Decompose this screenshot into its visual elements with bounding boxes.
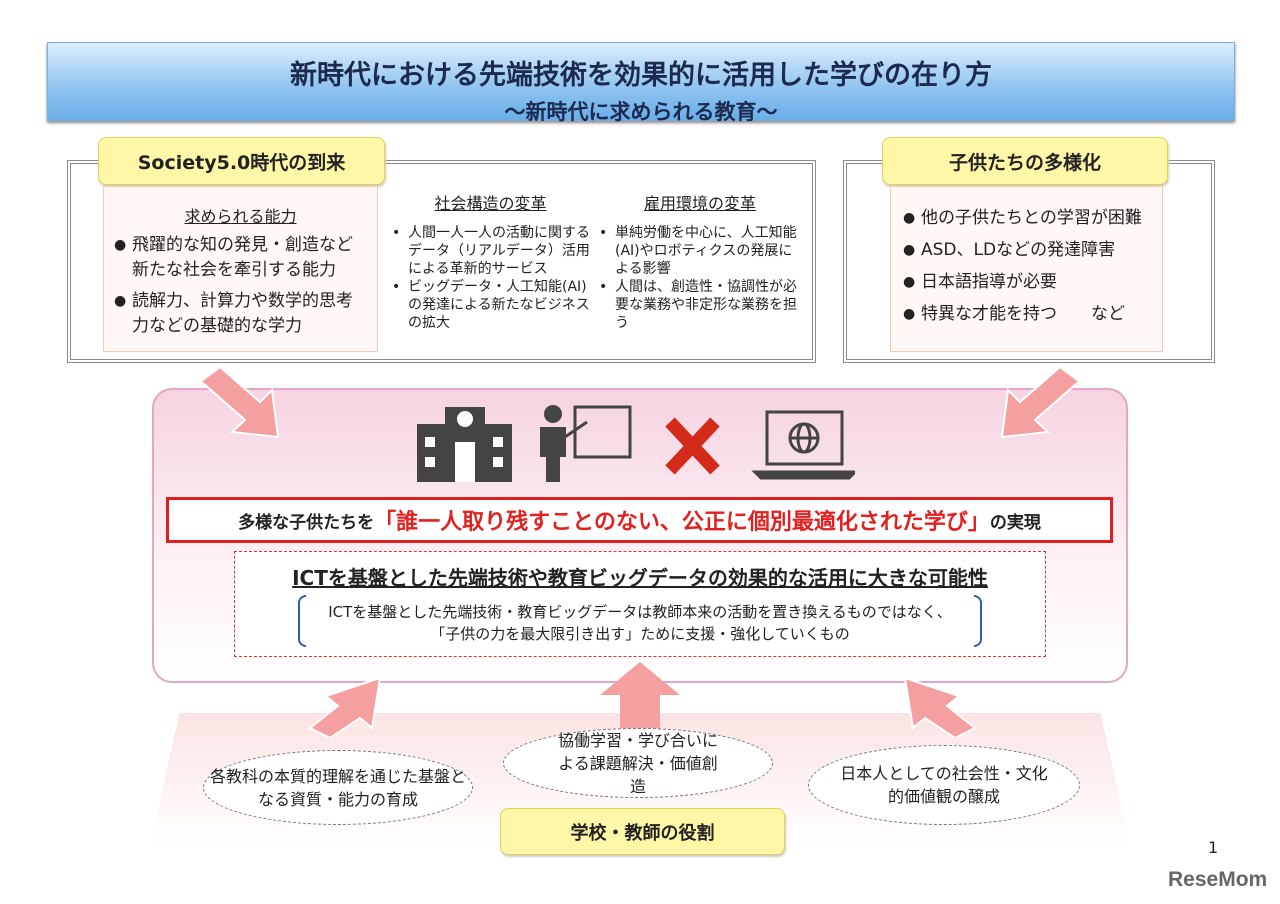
right-bracket	[973, 595, 982, 647]
society-label: Society5.0時代の到来	[98, 137, 385, 185]
cross-icon	[665, 417, 720, 475]
page-number: 1	[1208, 838, 1219, 857]
goal-banner: 多様な子供たちを「誰一人取り残すことのない、公正に個別最適化された学び」の実現	[166, 497, 1113, 543]
ability-item: 読解力、計算力や数学的思考力などの基礎的な学力	[114, 289, 367, 339]
ict-box: ICTを基盤とした先端技術や教育ビッグデータの効果的な活用に大きな可能性 ICT…	[234, 551, 1046, 657]
social-item: ビッグデータ・人工知能(AI)の発達による新たなビジネスの拡大	[388, 278, 593, 332]
left-bracket	[298, 595, 307, 647]
roles-label: 学校・教師の役割	[500, 808, 785, 855]
goal-prefix: 多様な子供たちを	[238, 512, 375, 533]
employment-column: 雇用環境の変革 単純労働を中心に、人工知能(AI)やロボティクスの発展による影響…	[595, 190, 805, 332]
abilities-box: 求められる能力 飛躍的な知の発見・創造など新たな社会を牽引する能力 読解力、計算…	[103, 186, 378, 352]
up-left-arrow-icon	[903, 676, 977, 738]
abilities-heading: 求められる能力	[184, 207, 297, 226]
role-item: 各教科の本質的理解を通じた基盤となる資質・能力の育成	[203, 750, 473, 825]
resemom-logo: ReseMom	[1168, 868, 1268, 891]
up-arrow-icon	[600, 662, 680, 730]
role-item: 日本人としての社会性・文化的価値観の醸成	[808, 745, 1080, 825]
laptop-globe-icon	[751, 410, 855, 480]
social-item: 人間一人一人の活動に関するデータ（リアルデータ）活用による革新的サービス	[388, 224, 593, 278]
social-heading: 社会構造の変革	[434, 194, 547, 213]
down-left-arrow-icon	[1000, 365, 1082, 439]
ict-note: ICTを基盤とした先端技術・教育ビッグデータは教師本来の活動を置き換えるものでは…	[298, 595, 982, 647]
diversity-label: 子供たちの多様化	[882, 137, 1168, 185]
diversity-item: 特異な才能を持つ など	[903, 301, 1150, 327]
role-item: 協働学習・学び合いによる課題解決・価値創造	[503, 728, 773, 798]
subtitle: ～新時代に求められる教育～	[504, 100, 778, 124]
diversity-item: 日本語指導が必要	[903, 269, 1150, 295]
diversity-item: 他の子供たちとの学習が困難	[903, 205, 1150, 231]
ict-heading: ICTを基盤とした先端技術や教育ビッグデータの効果的な活用に大きな可能性	[292, 566, 988, 590]
employment-item: 単純労働を中心に、人工知能(AI)やロボティクスの発展による影響	[595, 224, 805, 278]
ict-line1: ICTを基盤とした先端技術・教育ビッグデータは教師本来の活動を置き換えるものでは…	[328, 603, 952, 621]
goal-highlight: 「誰一人取り残すことのない、公正に個別最適化された学び」	[374, 510, 990, 535]
employment-heading: 雇用環境の変革	[643, 194, 756, 213]
ability-item: 飛躍的な知の発見・創造など新たな社会を牽引する能力	[114, 233, 367, 283]
social-column: 社会構造の変革 人間一人一人の活動に関するデータ（リアルデータ）活用による革新的…	[388, 190, 593, 332]
ict-line2: 「子供の力を最大限引き出す」ために支援・強化していくもの	[430, 625, 850, 643]
title: 新時代における先端技術を効果的に活用した学びの在り方	[290, 60, 992, 91]
title-banner: 新時代における先端技術を効果的に活用した学びの在り方 ～新時代に求められる教育～	[47, 42, 1235, 124]
icons-row	[417, 405, 855, 482]
school-building-icon	[417, 407, 512, 482]
teacher-icon	[540, 405, 632, 482]
employment-item: 人間は、創造性・協調性が必要な業務や非定形な業務を担う	[595, 278, 805, 332]
goal-suffix: の実現	[989, 512, 1041, 533]
up-right-arrow-icon	[308, 676, 382, 738]
diversity-list-box: 他の子供たちとの学習が困難 ASD、LDなどの発達障害 日本語指導が必要 特異な…	[890, 186, 1163, 352]
down-right-arrow-icon	[198, 365, 280, 439]
diversity-item: ASD、LDなどの発達障害	[903, 237, 1150, 263]
